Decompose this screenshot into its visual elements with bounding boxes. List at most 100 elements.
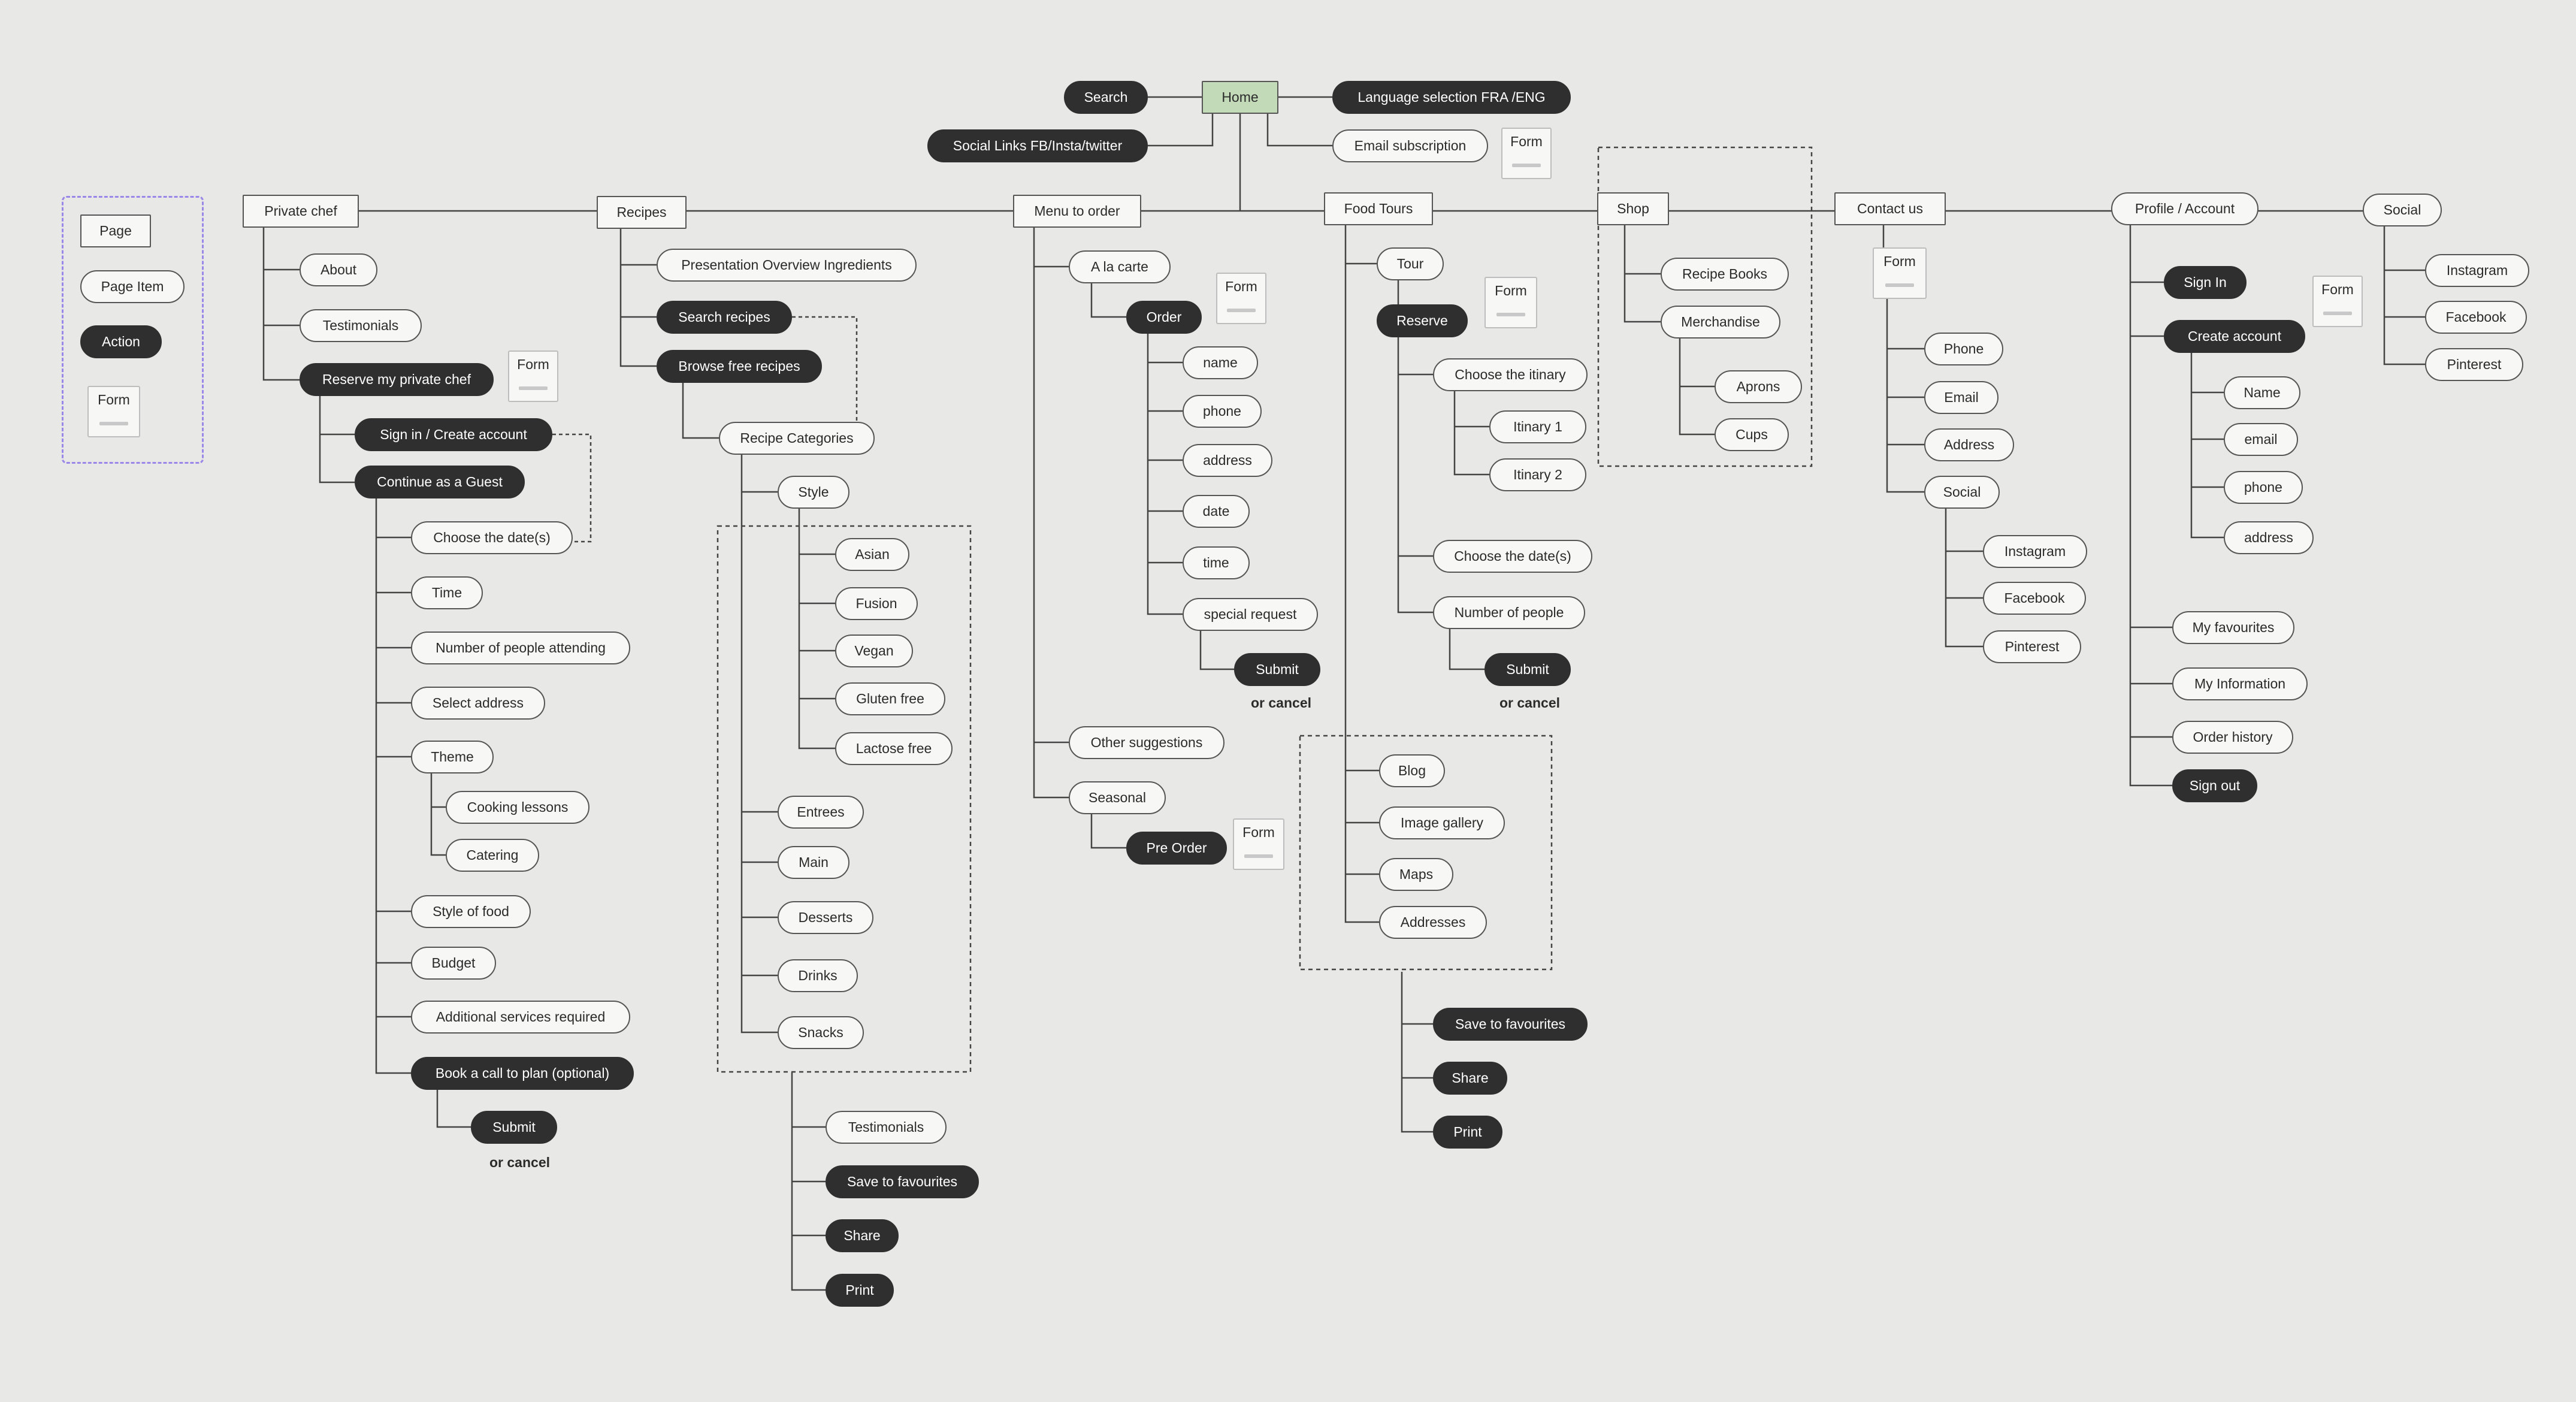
mo-or-cancel: or cancel bbox=[1251, 695, 1311, 711]
connector-line bbox=[2129, 225, 2172, 787]
pc-additional-services: Additional services required bbox=[411, 1001, 630, 1034]
pc-people: Number of people attending bbox=[411, 631, 630, 664]
rc-main: Main bbox=[778, 846, 849, 879]
connector-line bbox=[262, 228, 300, 381]
page-shop: Shop bbox=[1597, 192, 1669, 225]
ct-pinterest: Pinterest bbox=[1983, 630, 2081, 663]
mo-submit: Submit bbox=[1234, 653, 1320, 686]
ft-image-gallery: Image gallery bbox=[1379, 806, 1505, 839]
mo-pre-order-form: Form bbox=[1233, 818, 1284, 870]
rc-testimonials: Testimonials bbox=[826, 1111, 947, 1144]
rc-drinks: Drinks bbox=[778, 959, 858, 992]
mo-name: name bbox=[1183, 346, 1258, 379]
ct-social: Social bbox=[1924, 476, 2000, 509]
sh-recipe-books: Recipe Books bbox=[1661, 258, 1789, 291]
pr-name: Name bbox=[2224, 376, 2300, 409]
connector-line bbox=[740, 455, 778, 1034]
ft-reserve-form: Form bbox=[1484, 277, 1537, 328]
connector-line bbox=[1679, 339, 1715, 436]
connector-line bbox=[430, 773, 446, 856]
food-tours-content-group bbox=[1299, 735, 1553, 971]
page-profile-account: Profile / Account bbox=[2111, 192, 2258, 225]
so-pinterest: Pinterest bbox=[2425, 348, 2523, 381]
legend-form: Form bbox=[87, 386, 140, 437]
ct-email: Email bbox=[1924, 381, 1998, 414]
ft-submit: Submit bbox=[1484, 653, 1571, 686]
ft-or-cancel: or cancel bbox=[1499, 695, 1560, 711]
ft-maps: Maps bbox=[1379, 858, 1453, 891]
pc-catering: Catering bbox=[446, 839, 539, 872]
pc-budget: Budget bbox=[411, 947, 496, 980]
legend-page-item: Page Item bbox=[80, 270, 185, 303]
recipe-categories-group bbox=[716, 525, 972, 1073]
ft-people: Number of people bbox=[1433, 596, 1585, 629]
rc-search: Search recipes bbox=[657, 301, 792, 334]
page-contact-us: Contact us bbox=[1834, 192, 1946, 225]
connector-line bbox=[1453, 391, 1489, 476]
so-instagram: Instagram bbox=[2425, 254, 2529, 287]
mo-pre-order: Pre Order bbox=[1126, 832, 1227, 865]
rc-gluten-free: Gluten free bbox=[835, 682, 945, 715]
page-social: Social bbox=[2363, 194, 2442, 226]
legend-box bbox=[62, 196, 204, 464]
sh-aprons: Aprons bbox=[1715, 370, 1802, 403]
connector-line bbox=[2190, 353, 2224, 539]
connector-line bbox=[1886, 299, 1924, 493]
rc-print: Print bbox=[826, 1274, 894, 1307]
rc-asian: Asian bbox=[835, 538, 909, 571]
rc-lactose-free: Lactose free bbox=[835, 732, 953, 765]
pr-email: email bbox=[2224, 423, 2298, 456]
mo-seasonal: Seasonal bbox=[1069, 781, 1166, 814]
connector-line bbox=[2383, 226, 2425, 365]
connector-line bbox=[798, 509, 835, 750]
pr-sign-in: Sign In bbox=[2164, 266, 2247, 299]
search-node: Search bbox=[1064, 81, 1148, 114]
pr-create-account: Create account bbox=[2164, 320, 2305, 353]
ft-blog: Blog bbox=[1379, 754, 1445, 787]
ft-reserve: Reserve bbox=[1377, 304, 1468, 337]
pc-testimonials: Testimonials bbox=[300, 309, 422, 342]
pr-sign-out: Sign out bbox=[2172, 769, 2257, 802]
pc-reserve: Reserve my private chef bbox=[300, 363, 494, 396]
dashed-connector bbox=[552, 433, 592, 543]
pc-guest: Continue as a Guest bbox=[355, 466, 525, 498]
so-facebook: Facebook bbox=[2425, 301, 2527, 334]
mo-phone: phone bbox=[1183, 395, 1262, 428]
connector-line bbox=[1449, 629, 1484, 670]
mo-time: time bbox=[1183, 546, 1250, 579]
pc-address: Select address bbox=[411, 687, 545, 720]
mo-a-la-carte: A la carte bbox=[1069, 250, 1171, 283]
language-selection-node: Language selection FRA /ENG bbox=[1332, 81, 1571, 114]
ft-itinary: Choose the itinary bbox=[1433, 358, 1588, 391]
connector-line bbox=[1945, 509, 1983, 648]
pr-my-information: My Information bbox=[2172, 667, 2308, 700]
connector-line bbox=[1344, 225, 1379, 923]
pc-cooking-lessons: Cooking lessons bbox=[446, 791, 589, 824]
pr-order-history: Order history bbox=[2172, 721, 2293, 754]
rc-vegan: Vegan bbox=[835, 634, 913, 667]
connector-line bbox=[1090, 283, 1126, 318]
pr-phone: phone bbox=[2224, 471, 2303, 504]
rc-style: Style bbox=[778, 476, 849, 509]
pc-submit: Submit bbox=[471, 1111, 557, 1144]
mo-date: date bbox=[1183, 495, 1250, 528]
connector-line bbox=[682, 383, 719, 439]
pc-book-call: Book a call to plan (optional) bbox=[411, 1057, 634, 1090]
home-node: Home bbox=[1202, 81, 1278, 114]
mo-order: Order bbox=[1126, 301, 1202, 334]
connector-line bbox=[1397, 337, 1433, 614]
ct-phone: Phone bbox=[1924, 333, 2003, 365]
connector-line bbox=[319, 396, 355, 484]
legend-page: Page bbox=[80, 214, 151, 247]
page-private-chef: Private chef bbox=[243, 195, 359, 228]
pc-or-cancel: or cancel bbox=[489, 1155, 550, 1170]
pr-address: address bbox=[2224, 521, 2314, 554]
pr-my-favourites: My favourites bbox=[2172, 611, 2294, 644]
mo-special-request: special request bbox=[1183, 598, 1318, 631]
connector-line bbox=[1148, 114, 1214, 147]
pr-form: Form bbox=[2312, 276, 2363, 327]
ft-share: Share bbox=[1433, 1062, 1507, 1095]
page-menu-to-order: Menu to order bbox=[1013, 195, 1141, 228]
